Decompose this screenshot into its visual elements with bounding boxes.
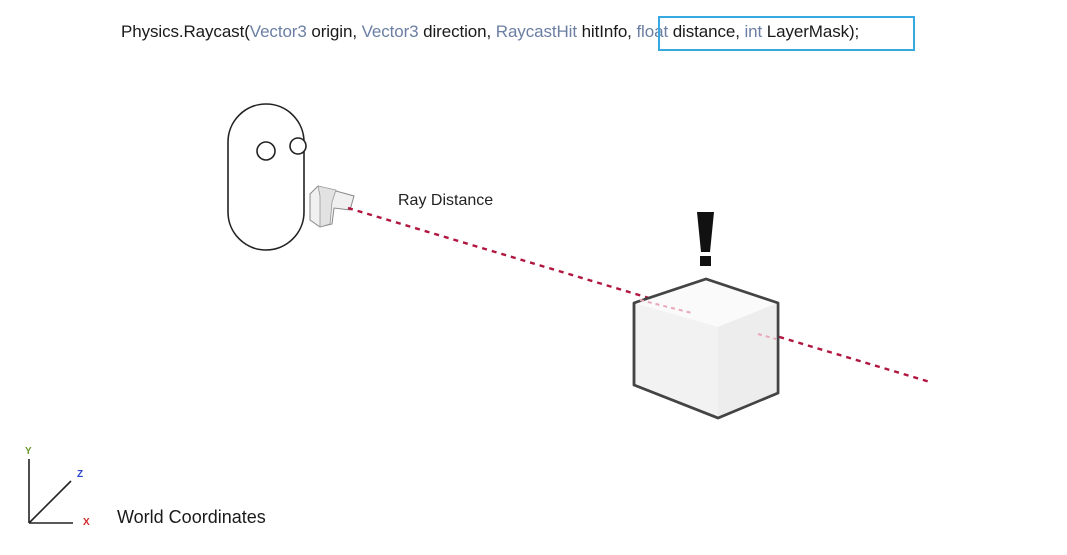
- code-type-token: int: [744, 22, 763, 41]
- code-type-token: RaycastHit: [495, 22, 577, 41]
- alert-exclamation-icon: [697, 212, 714, 266]
- code-type-token: Vector3: [249, 22, 307, 41]
- raycast-signature: Physics.Raycast(Vector3 origin, Vector3 …: [121, 22, 859, 42]
- axis-z-label: Z: [77, 469, 84, 480]
- character-capsule-icon: [227, 103, 307, 251]
- highlight-box: [658, 16, 915, 51]
- code-text-token: origin,: [306, 22, 362, 41]
- ray-emitter-icon: [309, 185, 355, 228]
- code-text-token: hitInfo,: [576, 22, 637, 41]
- code-text-token: distance,: [668, 22, 745, 41]
- ray-distance-label: Ray Distance: [398, 192, 494, 209]
- cube-target-icon: [632, 277, 780, 420]
- axes-gizmo-icon: [28, 459, 73, 524]
- ray-line: [347, 206, 931, 384]
- code-text-token: direction,: [418, 22, 496, 41]
- world-coordinates-label: World Coordinates: [117, 507, 266, 527]
- code-text-token: LayerMask);: [762, 22, 860, 41]
- code-type-token: float: [636, 22, 669, 41]
- axis-x-label: X: [83, 517, 90, 528]
- axis-y-label: Y: [25, 446, 32, 457]
- code-type-token: Vector3: [361, 22, 419, 41]
- code-text-token: Physics.Raycast(: [121, 22, 250, 41]
